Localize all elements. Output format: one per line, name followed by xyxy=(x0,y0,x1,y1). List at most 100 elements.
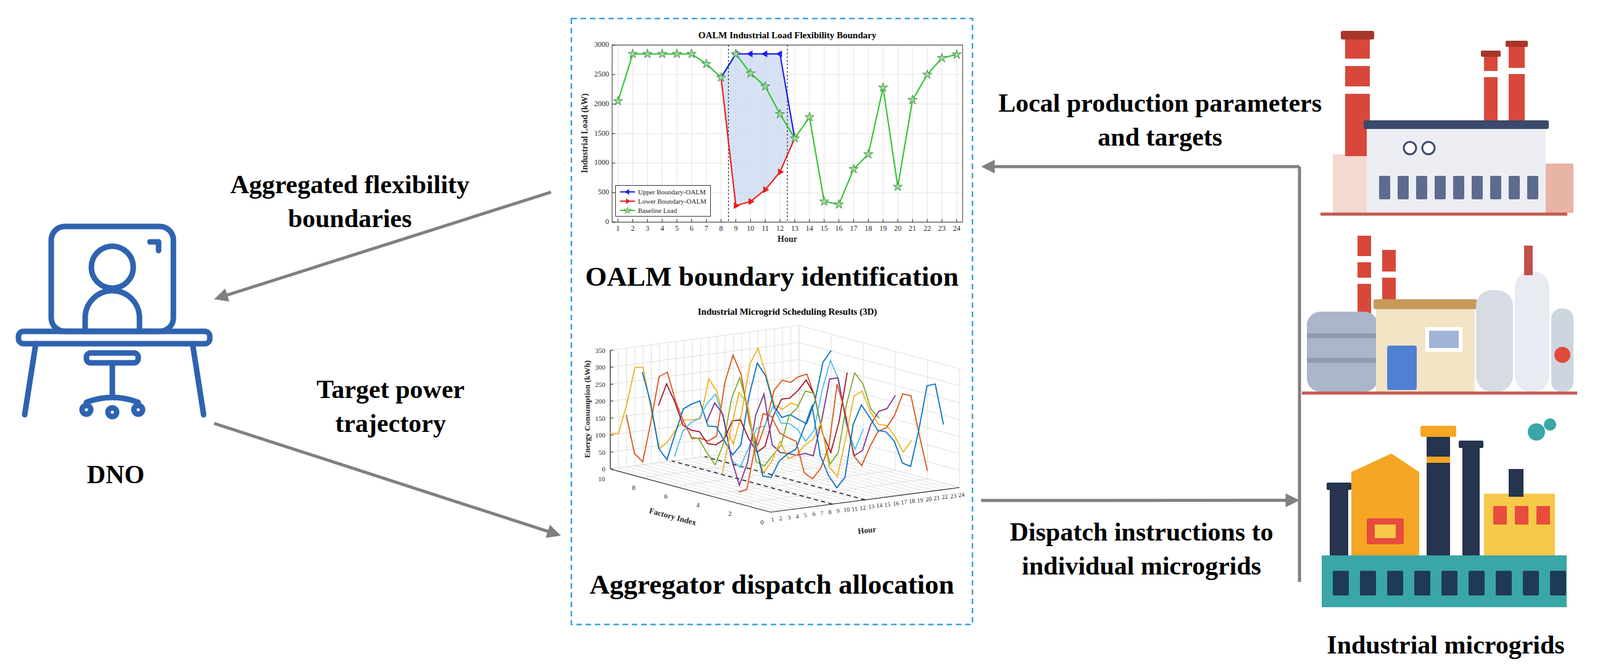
flexibility-band xyxy=(721,53,795,206)
tick-label: 7 xyxy=(704,224,709,234)
factory-illustration xyxy=(1345,86,1370,94)
factory-illustration xyxy=(1475,290,1513,392)
chart-panel: Industrial Microgrid Scheduling Results … xyxy=(571,303,973,618)
data-marker xyxy=(613,96,623,105)
tick-label: 3 xyxy=(645,224,650,234)
factory-illustration xyxy=(1306,357,1378,363)
operator-icon xyxy=(82,405,91,415)
factory-illustration xyxy=(1508,44,1525,128)
tick-label: 16 xyxy=(892,499,900,508)
legend-text: Lower Boundary-OALM xyxy=(638,197,707,205)
tick-mark xyxy=(735,219,737,223)
legend-entry: Lower Boundary-OALM xyxy=(619,196,707,206)
tick-label: 5 xyxy=(675,224,679,234)
factory-illustration xyxy=(1505,40,1528,47)
factory-load-line xyxy=(706,377,896,485)
factory-illustration xyxy=(1514,505,1529,525)
factory-illustration xyxy=(1495,570,1512,596)
grid-line xyxy=(683,340,685,460)
tick-label: 4 xyxy=(660,224,664,234)
tick-label: 1 xyxy=(616,224,621,234)
tick-mark xyxy=(794,219,795,223)
scheduling-3d-chart xyxy=(610,325,960,513)
legend-sample xyxy=(619,188,636,195)
tick-label: 20 xyxy=(894,224,902,234)
factory-illustration xyxy=(1508,175,1520,200)
legend-text: Baseline Load xyxy=(638,206,677,215)
tick-label: 8 xyxy=(828,508,832,516)
factory-illustration xyxy=(1416,175,1428,200)
tick-label: 200 xyxy=(595,397,606,406)
operator-icon xyxy=(24,343,36,415)
tick-mark xyxy=(612,45,616,46)
tick-label: 19 xyxy=(879,224,887,234)
tick-label: 6 xyxy=(811,510,816,518)
data-marker xyxy=(760,81,771,91)
event-window-line xyxy=(786,45,788,223)
factory-illustration xyxy=(1490,175,1502,200)
factory-illustration xyxy=(1306,311,1378,392)
data-marker xyxy=(834,199,844,208)
factory-illustration xyxy=(1366,518,1404,545)
factory-illustration xyxy=(1382,271,1396,278)
factory-illustration xyxy=(1453,175,1465,200)
flow-arrow xyxy=(992,164,1300,168)
data-marker xyxy=(733,202,740,210)
tick-label: 9 xyxy=(733,224,738,234)
factory-illustration xyxy=(1374,524,1396,539)
factory-illustration xyxy=(1403,141,1417,155)
tick-label: 6 xyxy=(663,492,668,501)
aggregator-frame xyxy=(571,18,973,625)
data-marker xyxy=(686,48,697,58)
axis-line xyxy=(610,468,614,470)
factory-illustration xyxy=(1493,505,1507,525)
factory-load-line xyxy=(674,360,864,468)
legend-sample xyxy=(623,207,631,214)
tick-label: 1500 xyxy=(594,129,610,139)
tick-label: 2 xyxy=(728,509,732,518)
data-marker xyxy=(878,82,888,92)
data-marker xyxy=(789,133,800,142)
tick-label: 18 xyxy=(864,224,872,234)
tick-label: 10 xyxy=(598,475,606,484)
grid-line xyxy=(863,343,864,463)
factory-illustration xyxy=(1471,175,1483,200)
factory-illustration xyxy=(1429,330,1459,349)
operator-icon xyxy=(192,343,204,415)
grid-line xyxy=(774,328,776,448)
grid-line xyxy=(741,333,742,453)
edge-label: Aggregated flexibility boundaries xyxy=(201,167,498,236)
panel-caption: OALM boundary identification xyxy=(571,259,973,294)
tick-label: 14 xyxy=(805,224,814,234)
load-chart xyxy=(612,45,963,223)
factory-illustration xyxy=(1426,456,1451,463)
tick-label: 22 xyxy=(923,224,932,234)
grid-line xyxy=(626,467,788,511)
tick-label: 10 xyxy=(842,505,850,514)
tick-label: 0 xyxy=(602,465,606,474)
axis-title: Industrial Load (kW) xyxy=(580,93,590,173)
tick-label: 250 xyxy=(595,380,606,389)
factory-illustration xyxy=(1301,235,1578,394)
tick-label: 12 xyxy=(776,224,784,234)
data-marker xyxy=(819,196,829,206)
tick-label: 2 xyxy=(778,514,783,523)
factory-illustration xyxy=(1340,30,1375,40)
tick-mark xyxy=(612,222,616,223)
grid-line xyxy=(700,338,701,458)
operator-icon xyxy=(149,241,159,251)
operator-icon xyxy=(85,290,140,332)
grid-line xyxy=(799,325,800,445)
tick-mark xyxy=(647,219,648,223)
tick-label: 8 xyxy=(631,483,636,492)
factory-illustration xyxy=(1345,35,1370,157)
grid-line xyxy=(733,452,895,497)
factory-illustration xyxy=(1387,570,1404,596)
grid-line xyxy=(799,359,960,403)
factory-illustration xyxy=(1357,256,1372,263)
axis-line xyxy=(610,417,614,419)
factory-illustration xyxy=(1543,418,1557,431)
tick-label: 12 xyxy=(859,504,867,513)
tick-label: 4 xyxy=(696,501,700,510)
